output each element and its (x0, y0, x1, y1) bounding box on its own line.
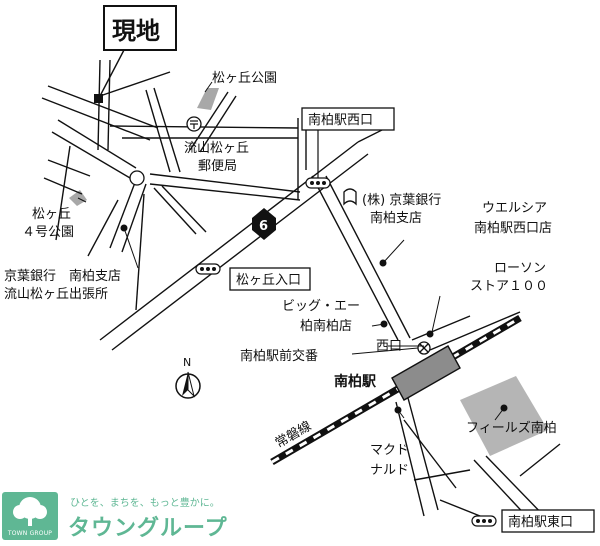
bus-stop-box-matsugaoka (229, 267, 311, 291)
leader-lines (77, 81, 505, 421)
bus-stop-box-higashiguchi (501, 509, 595, 533)
site-marker[interactable] (94, 94, 103, 103)
bus-stop-box-nishiguchi (301, 107, 395, 131)
poi-dot-lawson (426, 330, 434, 338)
bus-stop-icon-nishiguchi (305, 177, 331, 189)
fields-area (460, 376, 548, 456)
tree-icon (13, 497, 47, 526)
north-label: N (183, 356, 191, 369)
label-station: 南柏駅 (334, 373, 377, 390)
bank-icon (343, 188, 357, 206)
label-kouban: 南柏駅前交番 (240, 348, 318, 364)
junction-circle (129, 170, 145, 186)
label-mcd-1: マクド (370, 443, 409, 458)
brand-logo-text: TOWN GROUP (7, 530, 53, 537)
label-matsugaoka-park: 松ヶ丘公園 (212, 71, 277, 86)
bus-stop-icon-higashiguchi (471, 515, 497, 527)
brand-tagline: ひとを、まちを、もっと豊かに。 (70, 498, 220, 509)
label-post-office-1: 流山松ヶ丘 (184, 141, 249, 156)
matsugaoka-park-area (197, 88, 219, 110)
label-bank-branch-2: 流山松ヶ丘出張所 (4, 287, 108, 302)
label-nishiguchi: 西口 (376, 339, 402, 354)
label-fields: フィールズ南柏 (466, 420, 557, 436)
police-box-icon (417, 341, 431, 355)
brand-footer: TOWN GROUP ひとを、まちを、もっと豊かに。 タウングループ (0, 488, 300, 546)
bus-stop-label-higashiguchi: 南柏駅東口 (508, 514, 573, 530)
label-bank-south-2: 南柏支店 (370, 210, 422, 226)
brand-logo-icon: TOWN GROUP (2, 492, 58, 540)
label-lawson-1: ローソン (494, 261, 546, 276)
label-park4-2: ４号公園 (22, 225, 74, 240)
label-bank-south-1: (株) 京葉銀行 (362, 193, 441, 208)
label-bank-branch-1: 京葉銀行 南柏支店 (4, 268, 121, 284)
bus-stop-label-matsugaoka: 松ヶ丘入口 (236, 273, 301, 288)
label-welcia-2: 南柏駅西口店 (474, 220, 552, 236)
title-box (103, 5, 177, 51)
north-arrow-icon: N (175, 356, 201, 399)
station-building (391, 345, 461, 401)
label-welcia-1: ウエルシア (482, 201, 547, 216)
title-label: 現地 (112, 17, 160, 45)
route-6-marker: 6 (252, 208, 276, 240)
label-big-a-1: ビッグ・エー (282, 299, 360, 314)
post-office-icon (186, 116, 202, 132)
label-big-a-2: 柏南柏店 (300, 318, 352, 334)
road-network (41, 59, 561, 521)
label-mcd-2: ナルド (370, 463, 409, 478)
brand-name: タウングループ (68, 516, 228, 541)
bus-stop-icon-matsugaoka (195, 263, 221, 275)
title-pointer (99, 49, 125, 97)
label-post-office-2: 郵便局 (198, 159, 237, 174)
route-number: 6 (259, 219, 268, 234)
label-lawson-2: ストア１００ (470, 279, 548, 294)
bus-stop-label-nishiguchi: 南柏駅西口 (308, 112, 373, 128)
label-park4-1: 松ヶ丘 (32, 207, 71, 222)
railway-joban-line (270, 314, 522, 466)
